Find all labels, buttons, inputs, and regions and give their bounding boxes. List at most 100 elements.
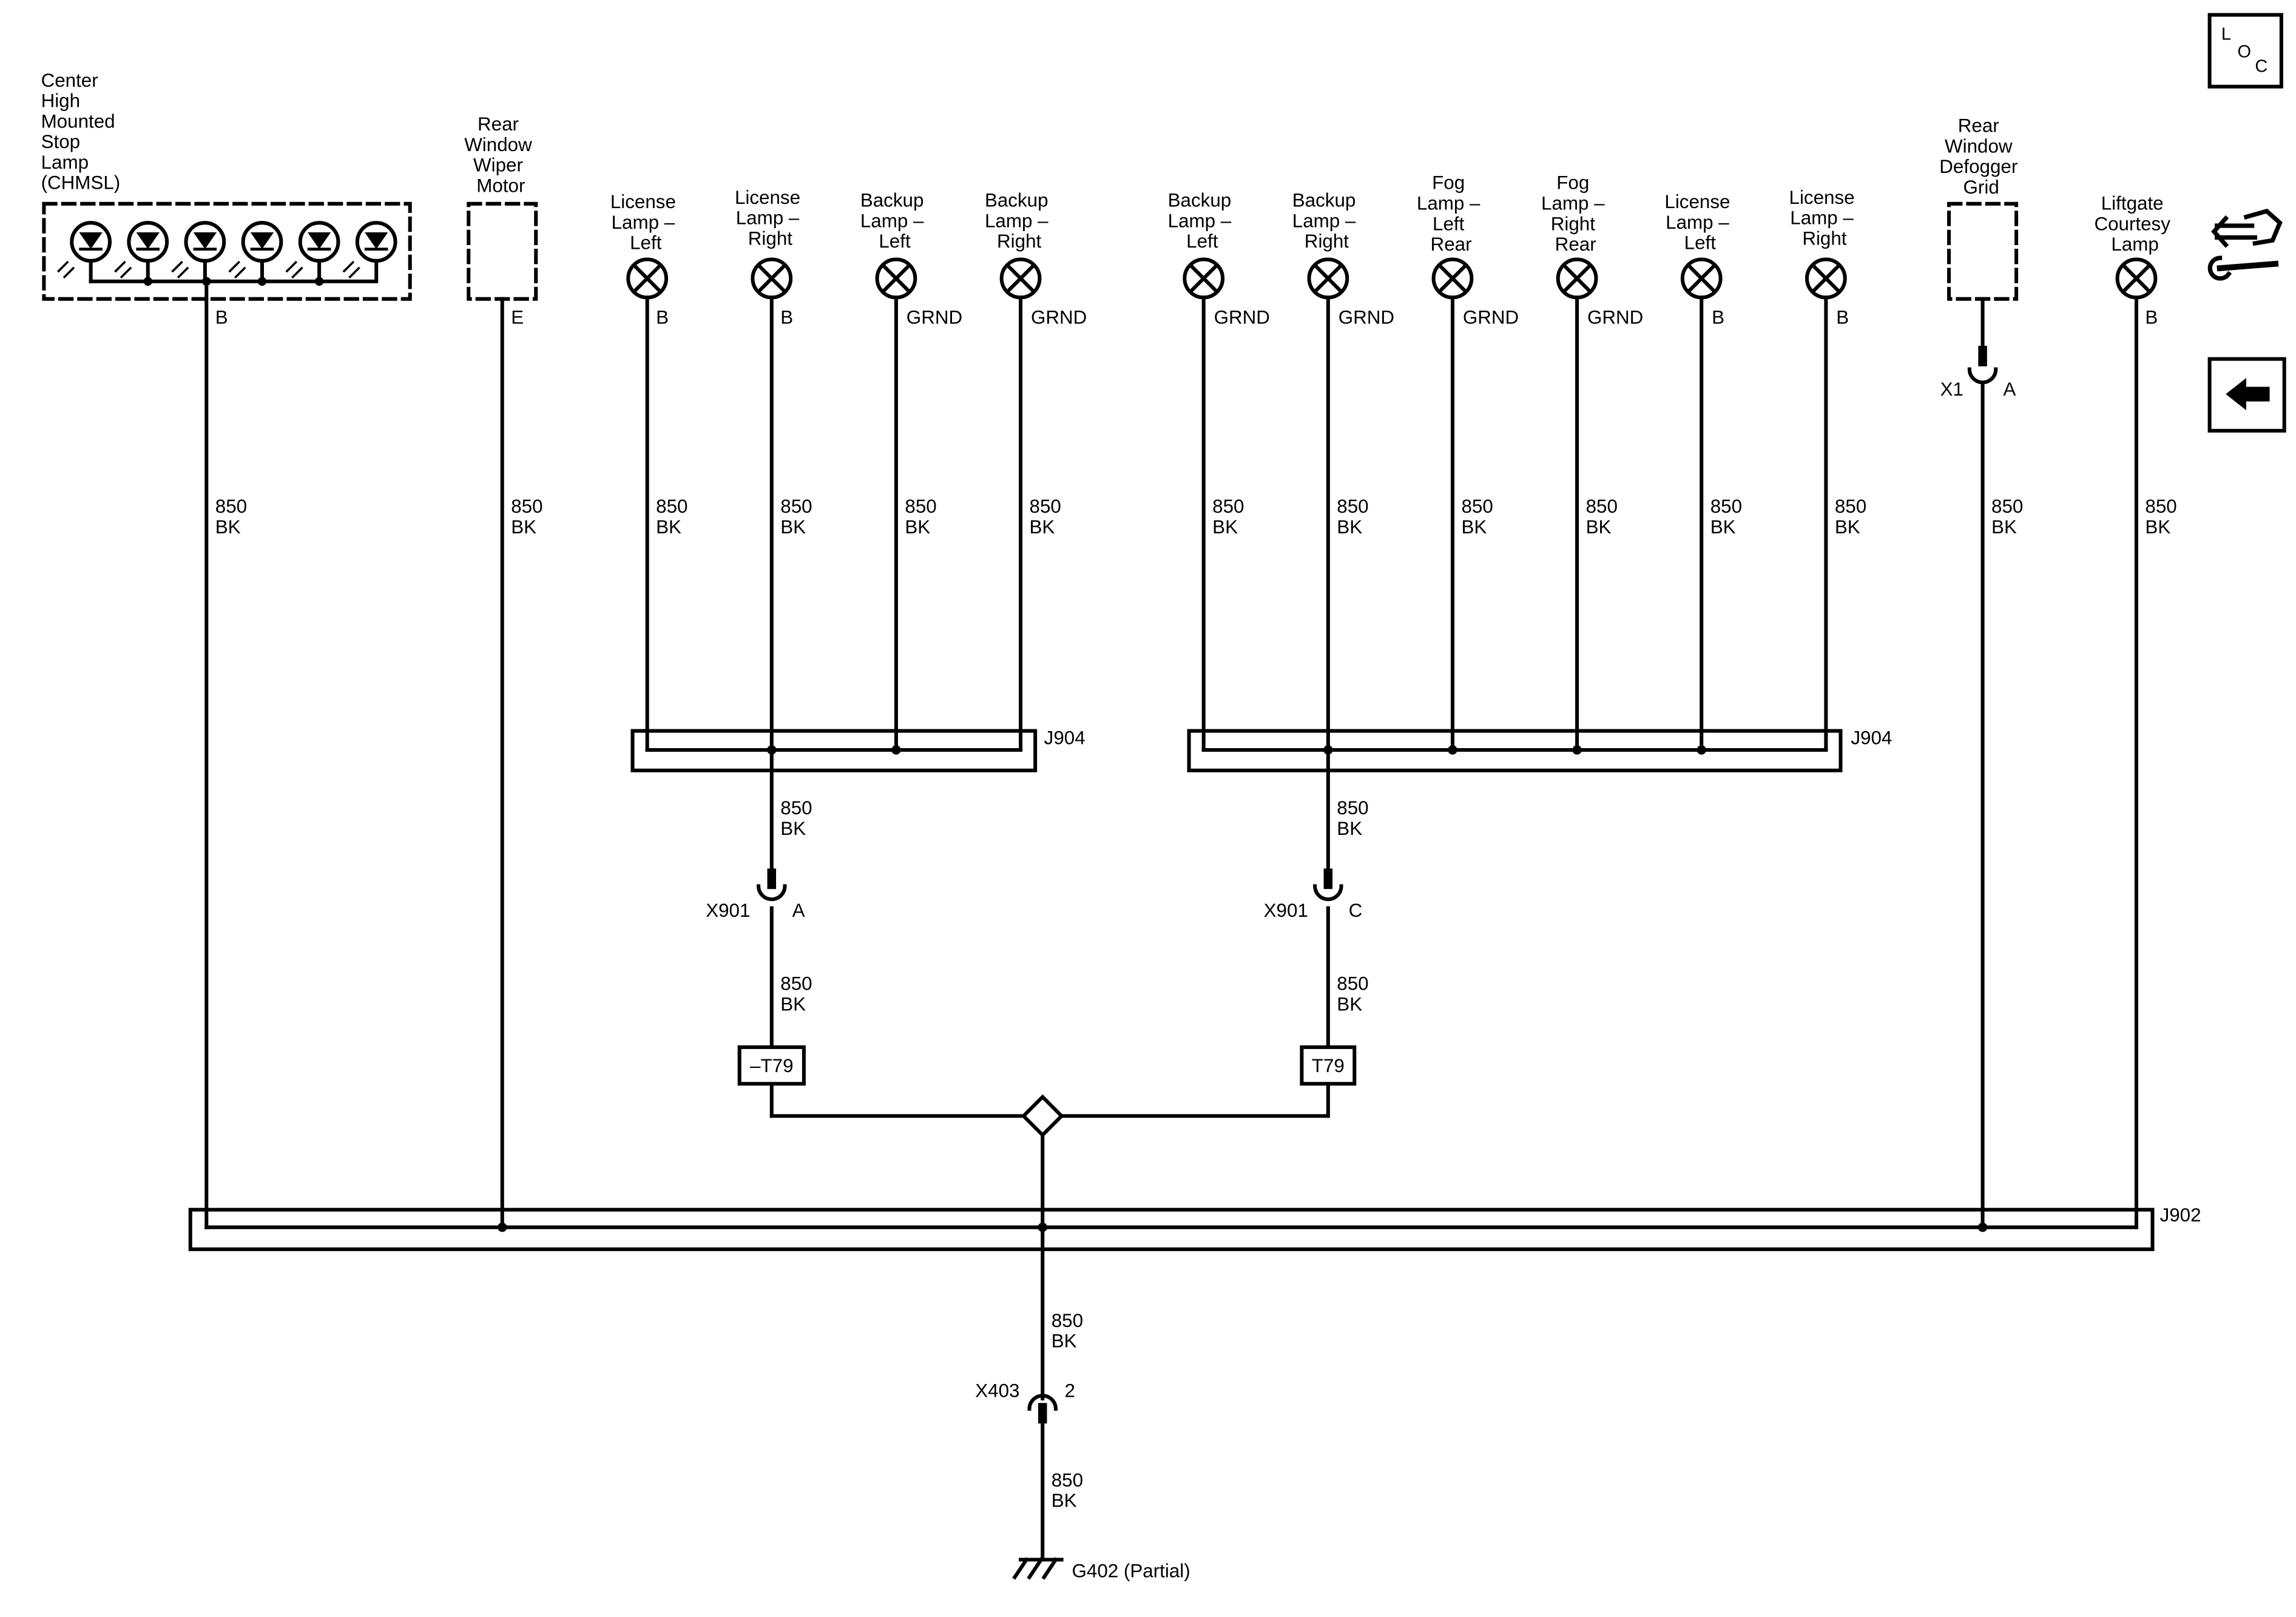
backup-lamp-right-label: Backup Lamp – Right [985, 190, 1053, 252]
splice-j904-right [1187, 729, 1843, 772]
splice-label-j904: J904 [1851, 727, 1892, 748]
connector-pin-label: C [1349, 900, 1363, 921]
courtesy-lamp-label: Liftgate Courtesy Lamp [2094, 192, 2175, 255]
led-icon [285, 221, 340, 283]
license-lamp-right-label-2: License Lamp – Right [1789, 187, 1860, 249]
lamp-icon [1431, 257, 1474, 300]
wiper-motor-box [467, 201, 538, 301]
pin-label: B [215, 307, 228, 328]
svg-text:C: C [2255, 57, 2267, 76]
backup-lamp-left-label: Backup Lamp – Left [860, 190, 929, 252]
license-lamp-left-label: License Lamp – Left [610, 191, 681, 254]
connector-x901-c [1313, 868, 1343, 902]
connector-x1 [1967, 345, 1998, 385]
splice-label-j904: J904 [1044, 727, 1086, 748]
fog-lamp-right-label: Fog Lamp – Right Rear [1541, 172, 1610, 255]
pin-label: GRND [1214, 307, 1270, 328]
option-label-left: –T79 [750, 1055, 793, 1076]
pin-label: GRND [1031, 307, 1087, 328]
pin-label: GRND [1463, 307, 1519, 328]
connector-x403 [1027, 1394, 1058, 1424]
splice-label-j902: J902 [2160, 1204, 2201, 1226]
connector-x901-a [757, 868, 787, 902]
connector-pin-label: A [792, 900, 805, 921]
back-button[interactable] [2207, 357, 2286, 433]
lamp-icon [1680, 257, 1723, 300]
lamp-icon [2115, 257, 2158, 300]
splice-j904-left [630, 729, 1038, 772]
led-icon [228, 221, 283, 283]
ground-icon [1012, 1557, 1064, 1580]
svg-text:L: L [2221, 25, 2231, 44]
lamp-icon [875, 257, 917, 300]
lamp-icon [999, 257, 1042, 300]
lamp-icon [751, 257, 793, 300]
location-button[interactable] [2207, 13, 2283, 89]
lamp-icon [1556, 257, 1598, 300]
chmsl-label: Center High Mounted Stop Lamp (CHMSL) [41, 70, 121, 194]
led-icon [171, 221, 226, 283]
connector-label: X403 [975, 1380, 1019, 1402]
defogger-label: Rear Window Defogger Grid [1939, 115, 2023, 198]
license-lamp-right-label: License Lamp – Right [735, 187, 806, 249]
pin-label: GRND [1587, 307, 1643, 328]
pin-label: E [511, 307, 524, 328]
backup-lamp-right-label-2: Backup Lamp – Right [1292, 190, 1361, 252]
pin-label: GRND [907, 307, 962, 328]
splice-dots [498, 745, 1988, 1232]
pin-label: B [656, 307, 669, 328]
connector-pin-label: A [2003, 379, 2016, 400]
svg-text:O: O [2237, 42, 2251, 61]
option-box-left [737, 1045, 806, 1086]
lamp-icon [1183, 257, 1225, 300]
connector-end-view-icon[interactable] [2206, 193, 2286, 282]
fog-lamp-left-label: Fog Lamp – Left Rear [1417, 172, 1485, 255]
pin-label: B [780, 307, 793, 328]
location-icon: L O C [2221, 25, 2267, 76]
option-box-right [1300, 1045, 1357, 1086]
connector-label: X1 [1940, 379, 1963, 400]
pin-label: B [1712, 307, 1724, 328]
wiper-motor-label: Rear Window Wiper Motor [464, 113, 537, 196]
connector-label: X901 [706, 900, 750, 921]
connector-pin-label: 2 [1064, 1380, 1075, 1402]
led-icon [114, 221, 169, 283]
license-lamp-left-label-2: License Lamp – Left [1664, 191, 1735, 254]
led-icon [56, 221, 112, 283]
pin-label: B [2145, 307, 2158, 328]
led-icon [342, 221, 397, 283]
defogger-box [1947, 201, 2019, 301]
diamond-splice [1021, 1094, 1064, 1138]
back-arrow-icon [2226, 378, 2270, 411]
pin-label: B [1836, 307, 1849, 328]
option-label-right: T79 [1312, 1055, 1345, 1076]
wires [204, 295, 2138, 1562]
backup-lamp-left-label-2: Backup Lamp – Left [1168, 190, 1237, 252]
lamp-icon [626, 257, 669, 300]
connector-label: X901 [1264, 900, 1308, 921]
lamp-icon [1805, 257, 1847, 300]
pin-label: GRND [1339, 307, 1394, 328]
ground-label: G402 (Partial) [1072, 1560, 1190, 1581]
